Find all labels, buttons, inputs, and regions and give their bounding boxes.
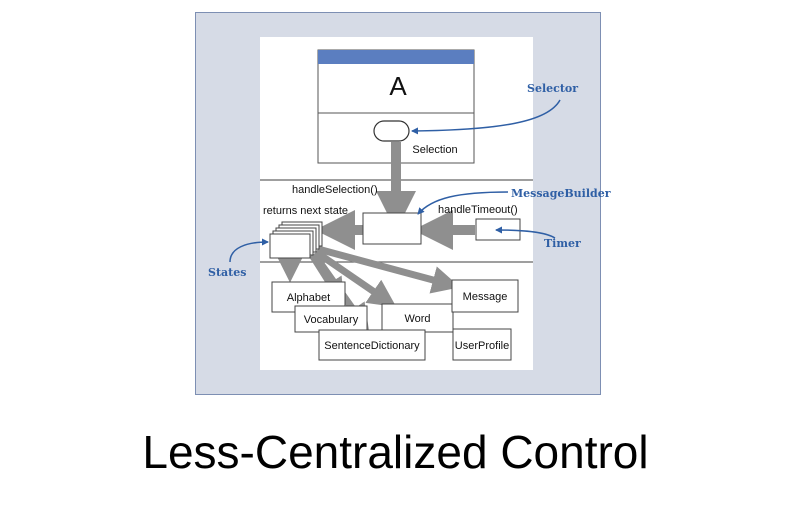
annotation-timer: Timer (544, 237, 581, 250)
architecture-diagram: A Selection handleSelection() returns ne… (208, 37, 611, 370)
box-sentence-dictionary: SentenceDictionary (318, 329, 426, 361)
svg-text:SentenceDictionary: SentenceDictionary (324, 340, 420, 352)
svg-text:Vocabulary: Vocabulary (304, 314, 359, 326)
state-arrow-message (317, 245, 461, 294)
window-title: A (389, 71, 407, 101)
window-title-bar (318, 50, 474, 64)
selector-pointer (411, 99, 561, 135)
states-stack (269, 221, 323, 259)
message-builder-box (362, 212, 422, 245)
annotation-message-builder: MessageBuilder (511, 187, 611, 200)
selection-button (373, 120, 410, 142)
svg-text:Word: Word (404, 313, 430, 325)
returns-next-state-label: returns next state (263, 205, 348, 217)
svg-text:Alphabet: Alphabet (287, 292, 330, 304)
box-user-profile: UserProfile (452, 328, 512, 361)
state-arrow-word (314, 249, 397, 308)
svg-text:UserProfile: UserProfile (455, 340, 509, 352)
handle-timeout-label: handleTimeout() (438, 204, 518, 216)
timer-pointer (495, 226, 556, 239)
svg-text:Message: Message (463, 291, 508, 303)
box-word: Word (381, 303, 454, 333)
selection-label: Selection (412, 144, 457, 156)
box-vocabulary: Vocabulary (294, 305, 368, 333)
annotation-selector: Selector (527, 82, 578, 95)
message-builder-pointer (417, 191, 509, 215)
slide-title: Less-Centralized Control (142, 426, 649, 478)
annotation-states: States (208, 266, 246, 279)
states-pointer (229, 238, 269, 263)
box-message: Message (451, 279, 519, 313)
handle-selection-label: handleSelection() (292, 184, 378, 196)
